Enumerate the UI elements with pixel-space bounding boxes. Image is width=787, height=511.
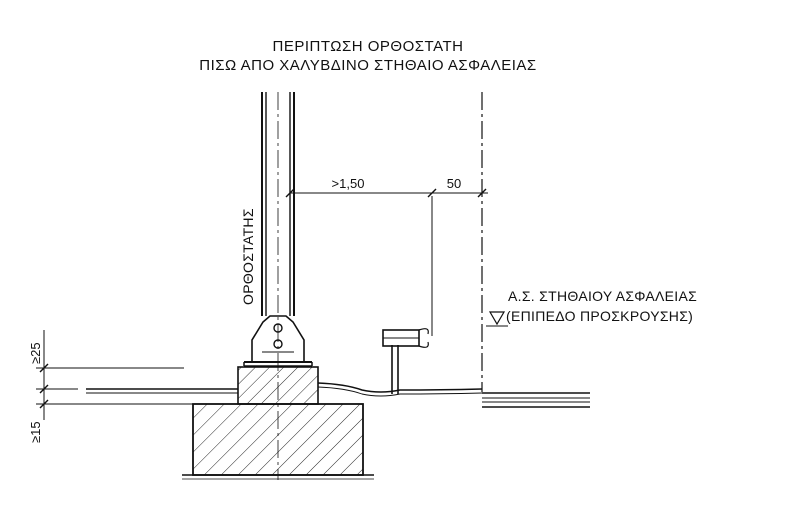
steel-barrier	[382, 328, 429, 394]
post-label: ΟΡΘΟΣΤΑΤΗΣ	[240, 208, 256, 305]
horizontal-dimension	[285, 188, 488, 198]
foundation-pedestal	[237, 366, 319, 405]
post-base-plate	[243, 315, 313, 367]
title-line-2: ΠΙΣΩ ΑΠΟ ΧΑΛΥΒΔΙΝΟ ΣΤΗΘΑΙΟ ΑΣΦΑΛΕΙΑΣ	[199, 57, 536, 74]
dimension-offset: 50	[447, 176, 461, 191]
pavement-layers	[482, 392, 590, 408]
impact-level-label: (ΕΠΙΠΕΔΟ ΠΡΟΣΚΡΟΥΣΗΣ)	[506, 308, 693, 324]
ground-surface	[86, 382, 483, 397]
dimension-top-height: ≥25	[28, 342, 43, 364]
dimension-clearance: >1,50	[332, 176, 365, 191]
barrier-axis-label: Α.Σ. ΣΤΗΘΑΙΟΥ ΑΣΦΑΛΕΙΑΣ	[508, 288, 697, 304]
title-line-1: ΠΕΡΙΠΤΩΣΗ ΟΡΘΟΣΤΑΤΗ	[273, 38, 464, 55]
foundation-footing	[192, 403, 364, 476]
vertical-dimensions	[36, 330, 193, 420]
dimension-bottom-depth: ≥15	[28, 421, 43, 443]
level-marker-icon	[488, 311, 506, 326]
